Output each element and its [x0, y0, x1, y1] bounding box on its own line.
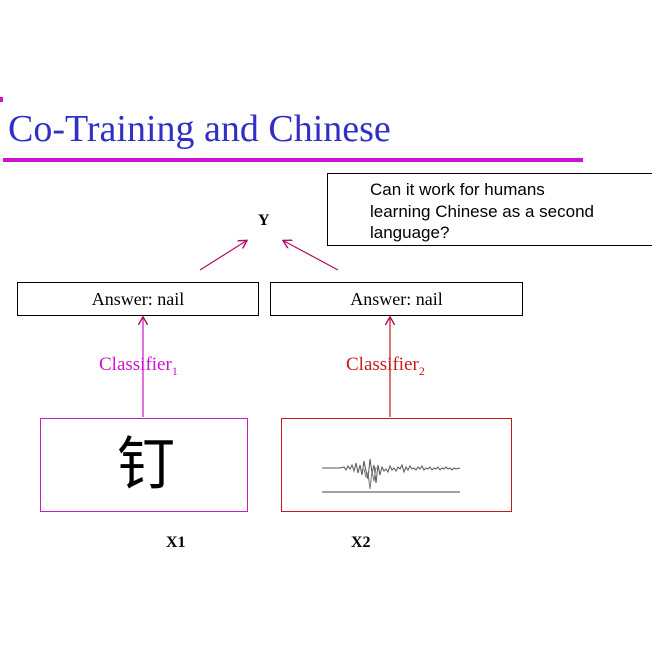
x2-label: X2: [351, 534, 371, 551]
classifier-2-name: Classifier: [346, 354, 419, 375]
classifier-1-label: Classifier1: [99, 354, 178, 379]
question-callout: Can it work for humans learning Chinese …: [327, 173, 652, 246]
answer-box-1: Answer: nail: [17, 282, 259, 316]
classifier-1-name: Classifier: [99, 354, 172, 375]
question-line-1: Can it work for humans: [370, 180, 545, 199]
title-underline: [3, 158, 583, 162]
slide-title: Co-Training and Chinese: [8, 108, 391, 150]
arrow-answer1-to-y: [199, 241, 246, 271]
classifier-2-subscript: 2: [418, 363, 425, 378]
question-line-3: language?: [370, 223, 450, 242]
classifier-2-label: Classifier2: [346, 354, 425, 379]
chinese-character-nail: 钉: [116, 430, 175, 498]
target-label-y: Y: [258, 212, 270, 229]
speech-waveform: [322, 458, 461, 493]
view-1-character-box: 钉: [40, 418, 248, 512]
question-line-2: learning Chinese as a second: [370, 201, 594, 221]
view-2-waveform-box: [281, 418, 512, 512]
answer-box-2: Answer: nail: [270, 282, 523, 316]
classifier-1-subscript: 1: [171, 363, 178, 378]
corner-mark: [0, 97, 3, 102]
x1-label: X1: [166, 534, 186, 551]
